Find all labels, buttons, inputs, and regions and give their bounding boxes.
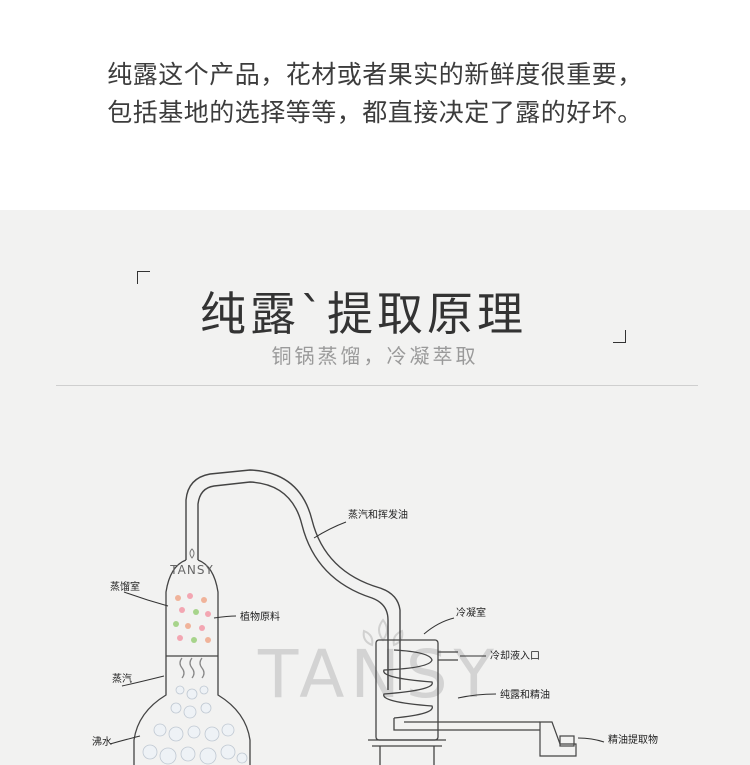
- flask-logo-icon: [189, 548, 195, 559]
- label-plant-material: 植物原料: [240, 610, 280, 623]
- label-steam: 蒸汽: [112, 672, 132, 685]
- steam-lines: [179, 657, 205, 679]
- oil-extract-funnel: [539, 721, 577, 757]
- vapor-pipe: [185, 469, 401, 690]
- watermark-leaf-icon: [362, 618, 404, 647]
- section-divider: [56, 385, 698, 386]
- condenser-vessel: [368, 639, 446, 765]
- plant-material-dots: [173, 593, 211, 643]
- intro-line-1: 纯露这个产品，花材或者果实的新鲜度很重要，: [107, 60, 643, 89]
- flask-brand-text: TANSY: [169, 563, 214, 577]
- label-oil-extract: 精油提取物: [608, 733, 658, 746]
- flask-body: [133, 660, 251, 765]
- label-hydrosol-oil: 纯露和精油: [500, 688, 550, 701]
- label-boiling-water: 沸水: [92, 735, 112, 748]
- intro-section: 纯露这个产品，花材或者果实的新鲜度很重要， 包括基地的选择等等，都直接决定了露的…: [0, 0, 750, 210]
- label-leaders: [109, 521, 605, 745]
- intro-line-2: 包括基地的选择等等，都直接决定了露的好坏。: [107, 98, 643, 127]
- label-coolant-inlet: 冷却液入口: [490, 649, 540, 662]
- coolant-inlet: [438, 651, 458, 661]
- diagram-panel: [0, 210, 750, 765]
- condenser-coil: [383, 649, 540, 731]
- boiling-bubbles: [142, 685, 248, 765]
- section-title: 纯露`提取原理: [200, 287, 527, 341]
- corner-bracket-bottom-right: [613, 330, 626, 343]
- flask-cap: [165, 559, 219, 660]
- label-distill-chamber: 蒸馏室: [110, 580, 140, 593]
- label-condenser: 冷凝室: [456, 606, 486, 619]
- corner-bracket-top-left: [137, 271, 150, 284]
- section-subtitle: 铜锅蒸馏，冷凝萃取: [271, 344, 479, 368]
- label-vapor-oil: 蒸汽和挥发油: [348, 508, 408, 521]
